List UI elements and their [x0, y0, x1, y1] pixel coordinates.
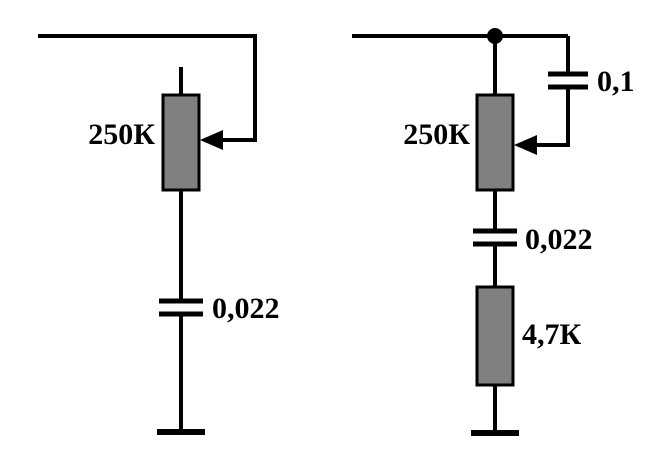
right-cap-to-wiper-wire: [530, 89, 570, 147]
right-potentiometer-label: 250К: [403, 118, 470, 151]
right-potentiometer-icon: [475, 93, 515, 192]
right-resistor-label: 4,7К: [522, 318, 582, 351]
right-top-capacitor-label: 0,1: [597, 65, 635, 98]
right-coupling-capacitor-label: 0,022: [525, 223, 593, 256]
right-circuit: 250К 0,1 0,022 4,7К: [352, 28, 635, 436]
left-circuit: 250К 0,022: [38, 34, 280, 435]
left-capacitor-label: 0,022: [212, 292, 280, 325]
left-wiper-arrow-icon: [200, 130, 223, 150]
left-top-wire: [38, 34, 257, 142]
left-potentiometer-label: 250К: [88, 118, 155, 151]
left-potentiometer-icon: [161, 93, 201, 192]
right-resistor-icon: [475, 285, 515, 387]
right-wiper-arrow-icon: [514, 135, 537, 155]
